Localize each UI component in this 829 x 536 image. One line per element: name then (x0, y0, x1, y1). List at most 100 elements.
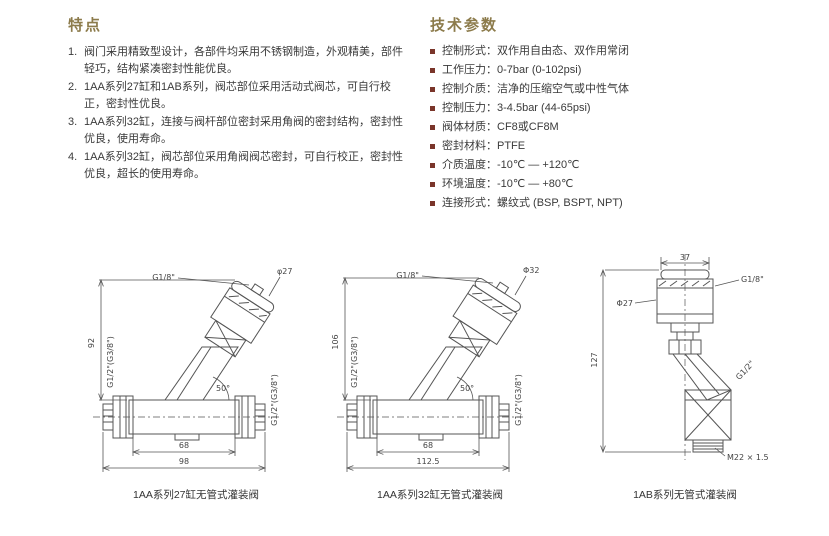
drawing-caption: 1AA系列27缸无管式灌装阀 (132, 489, 260, 501)
features-title: 特点 (68, 17, 103, 34)
drawing-block-1ab: 37 G1/8" Φ27 127 G1/2" M22 × 1.5 1AB系列无管… (566, 250, 804, 502)
spec-item: 密封材料： PTFE (430, 139, 778, 155)
angle-callout: 50° (456, 376, 474, 401)
drawing-block-1aa27: 92 φ27 G1/8" G1/2"(G3/8") 50° G1/2"(G3/8… (76, 250, 316, 502)
square-bullet-icon (430, 124, 435, 130)
valve-drawing-1ab: 37 G1/8" Φ27 127 G1/2" M22 × 1.5 (590, 253, 769, 462)
spec-key: 密封材料： (442, 139, 497, 152)
side-port-label: G1/2" (734, 359, 756, 382)
feature-item: 4. 1AA系列32缸，阀芯部位采用角阀阀芯密封，可自行校正，密封性优良，超长的… (68, 149, 406, 182)
dim-actuator-dia: Φ32 (514, 266, 539, 296)
height-dim-label: 106 (331, 334, 340, 349)
left-port-label: G1/2"(G3/8") (106, 336, 115, 388)
dim-overall-width: 98 (103, 432, 265, 472)
feature-item: 2. 1AA系列27缸和1AB系列，阀芯部位采用活动式阀芯，可自行校正，密封性优… (68, 79, 406, 112)
square-bullet-icon (430, 105, 435, 111)
feature-item: 3. 1AA系列32缸，连接与阀杆部位密封采用角阀的密封结构，密封性优良，使用寿… (68, 114, 406, 147)
height-dim-label: 127 (590, 352, 599, 367)
dim-actuator-dia: Φ27 (616, 299, 656, 308)
pilot-port-label: G1/8" (396, 271, 419, 280)
specs-section: 技术参数 控制形式： 双作用自由态、双作用常闭 工作压力： 0-7bar (0-… (430, 14, 778, 214)
actuator-dia-label: φ27 (277, 267, 292, 276)
pilot-port-callout: G1/8" (396, 271, 493, 284)
angle-label: 50° (460, 384, 474, 393)
valve-body (92, 346, 279, 441)
valve-actuator (447, 278, 521, 358)
spec-value: 双作用自由态、双作用常闭 (497, 45, 629, 57)
valve-body (668, 339, 732, 453)
spec-key: 阀体材质： (442, 120, 497, 133)
drawing-caption: 1AA系列32缸无管式灌装阀 (376, 489, 504, 501)
left-port-label: G1/2"(G3/8") (350, 336, 359, 388)
pilot-port-callout: G1/8" (152, 273, 249, 286)
spec-item: 连接形式： 螺纹式 (BSP, BSPT, NPT) (430, 196, 778, 212)
feature-item-number: 4. (68, 151, 78, 163)
spec-key: 介质温度： (442, 158, 497, 171)
pilot-port-label: G1/8" (152, 273, 175, 282)
feature-item-text: 1AA系列32缸，连接与阀杆部位密封采用角阀的密封结构，密封性优良，使用寿命。 (84, 116, 404, 145)
actuator-dia-label: Φ27 (616, 299, 632, 308)
dim-height: 106 (331, 278, 479, 400)
spec-item: 工作压力： 0-7bar (0-102psi) (430, 63, 778, 79)
valve-drawing-1aa27: 92 φ27 G1/8" G1/2"(G3/8") 50° G1/2"(G3/8… (87, 267, 292, 472)
drawing-block-1aa32: 106 Φ32 G1/8" G1/2"(G3/8") 50° G1/2"(G3/… (320, 250, 560, 502)
square-bullet-icon (430, 86, 435, 92)
feature-item-number: 1. (68, 46, 78, 58)
dim-inner-width: 68 (377, 438, 479, 456)
feature-item-text: 阀门采用精致型设计，各部件均采用不锈钢制造，外观精美，部件轻巧，结构紧凑密封性能… (84, 46, 403, 75)
spec-value: PTFE (497, 139, 526, 152)
angle-callout: 50° (212, 376, 230, 401)
spec-key: 环境温度： (442, 177, 497, 190)
top-width-label: 37 (679, 253, 689, 262)
square-bullet-icon (430, 49, 435, 54)
spec-key: 工作压力： (442, 63, 497, 76)
dim-height: 127 (590, 270, 691, 452)
spec-value: 0-7bar (0-102psi) (497, 63, 582, 76)
drawing-caption: 1AB系列无管式灌装阀 (633, 489, 737, 501)
angle-label: 50° (216, 384, 230, 393)
overall-width-label: 98 (178, 457, 188, 466)
square-bullet-icon (430, 67, 435, 73)
spec-item: 控制压力： 3-4.5bar (44-65psi) (430, 101, 778, 117)
dim-top-width: 37 (661, 253, 709, 270)
valve-drawing-1aa32: 106 Φ32 G1/8" G1/2"(G3/8") 50° G1/2"(G3/… (331, 266, 539, 472)
square-bullet-icon (430, 200, 435, 206)
height-dim-label: 92 (87, 338, 96, 348)
spec-item: 控制形式： 双作用自由态、双作用常闭 (430, 44, 778, 60)
specs-title: 技术参数 (430, 17, 499, 34)
overall-width-label: 112.5 (416, 457, 439, 466)
bottom-thread-label: M22 × 1.5 (727, 453, 769, 462)
valve-body (336, 346, 523, 441)
feature-item-text: 1AA系列27缸和1AB系列，阀芯部位采用活动式阀芯，可自行校正，密封性优良。 (84, 81, 391, 110)
spec-key: 控制形式： (442, 45, 497, 57)
dim-height: 92 (87, 280, 235, 400)
inner-width-label: 68 (422, 441, 432, 450)
dim-actuator-dia: φ27 (268, 267, 292, 297)
right-port-label: G1/2"(G3/8") (514, 374, 523, 426)
feature-item: 1. 阀门采用精致型设计，各部件均采用不锈钢制造，外观精美，部件轻巧，结构紧凑密… (68, 44, 406, 77)
feature-item-number: 2. (68, 81, 78, 93)
spec-value: -10℃ — +80℃ (497, 177, 574, 190)
spec-key: 控制介质： (442, 82, 497, 95)
spec-item: 介质温度： -10℃ — +120℃ (430, 158, 778, 174)
spec-value: 洁净的压缩空气或中性气体 (497, 82, 629, 95)
square-bullet-icon (430, 143, 435, 149)
inner-width-label: 68 (178, 441, 188, 450)
actuator-dia-label: Φ32 (523, 266, 539, 275)
features-section: 特点 1. 阀门采用精致型设计，各部件均采用不锈钢制造，外观精美，部件轻巧，结构… (68, 14, 406, 184)
spec-value: 3-4.5bar (44-65psi) (497, 101, 591, 114)
valve-actuator (656, 269, 713, 341)
dim-overall-width: 112.5 (347, 432, 509, 472)
spec-value: CF8或CF8M (497, 120, 559, 133)
spec-item: 阀体材质： CF8或CF8M (430, 120, 778, 136)
square-bullet-icon (430, 181, 435, 187)
square-bullet-icon (430, 162, 435, 168)
pilot-port-label: G1/8" (741, 275, 764, 284)
feature-item-number: 3. (68, 116, 78, 128)
feature-item-text: 1AA系列32缸，阀芯部位采用角阀阀芯密封，可自行校正，密封性优良，超长的使用寿… (84, 151, 404, 180)
spec-key: 连接形式： (442, 196, 497, 209)
bottom-thread-callout: M22 × 1.5 (714, 447, 769, 462)
pilot-port-callout: G1/8" (714, 275, 764, 287)
spec-item: 控制介质： 洁净的压缩空气或中性气体 (430, 82, 778, 98)
spec-value: -10℃ — +120℃ (497, 158, 580, 171)
